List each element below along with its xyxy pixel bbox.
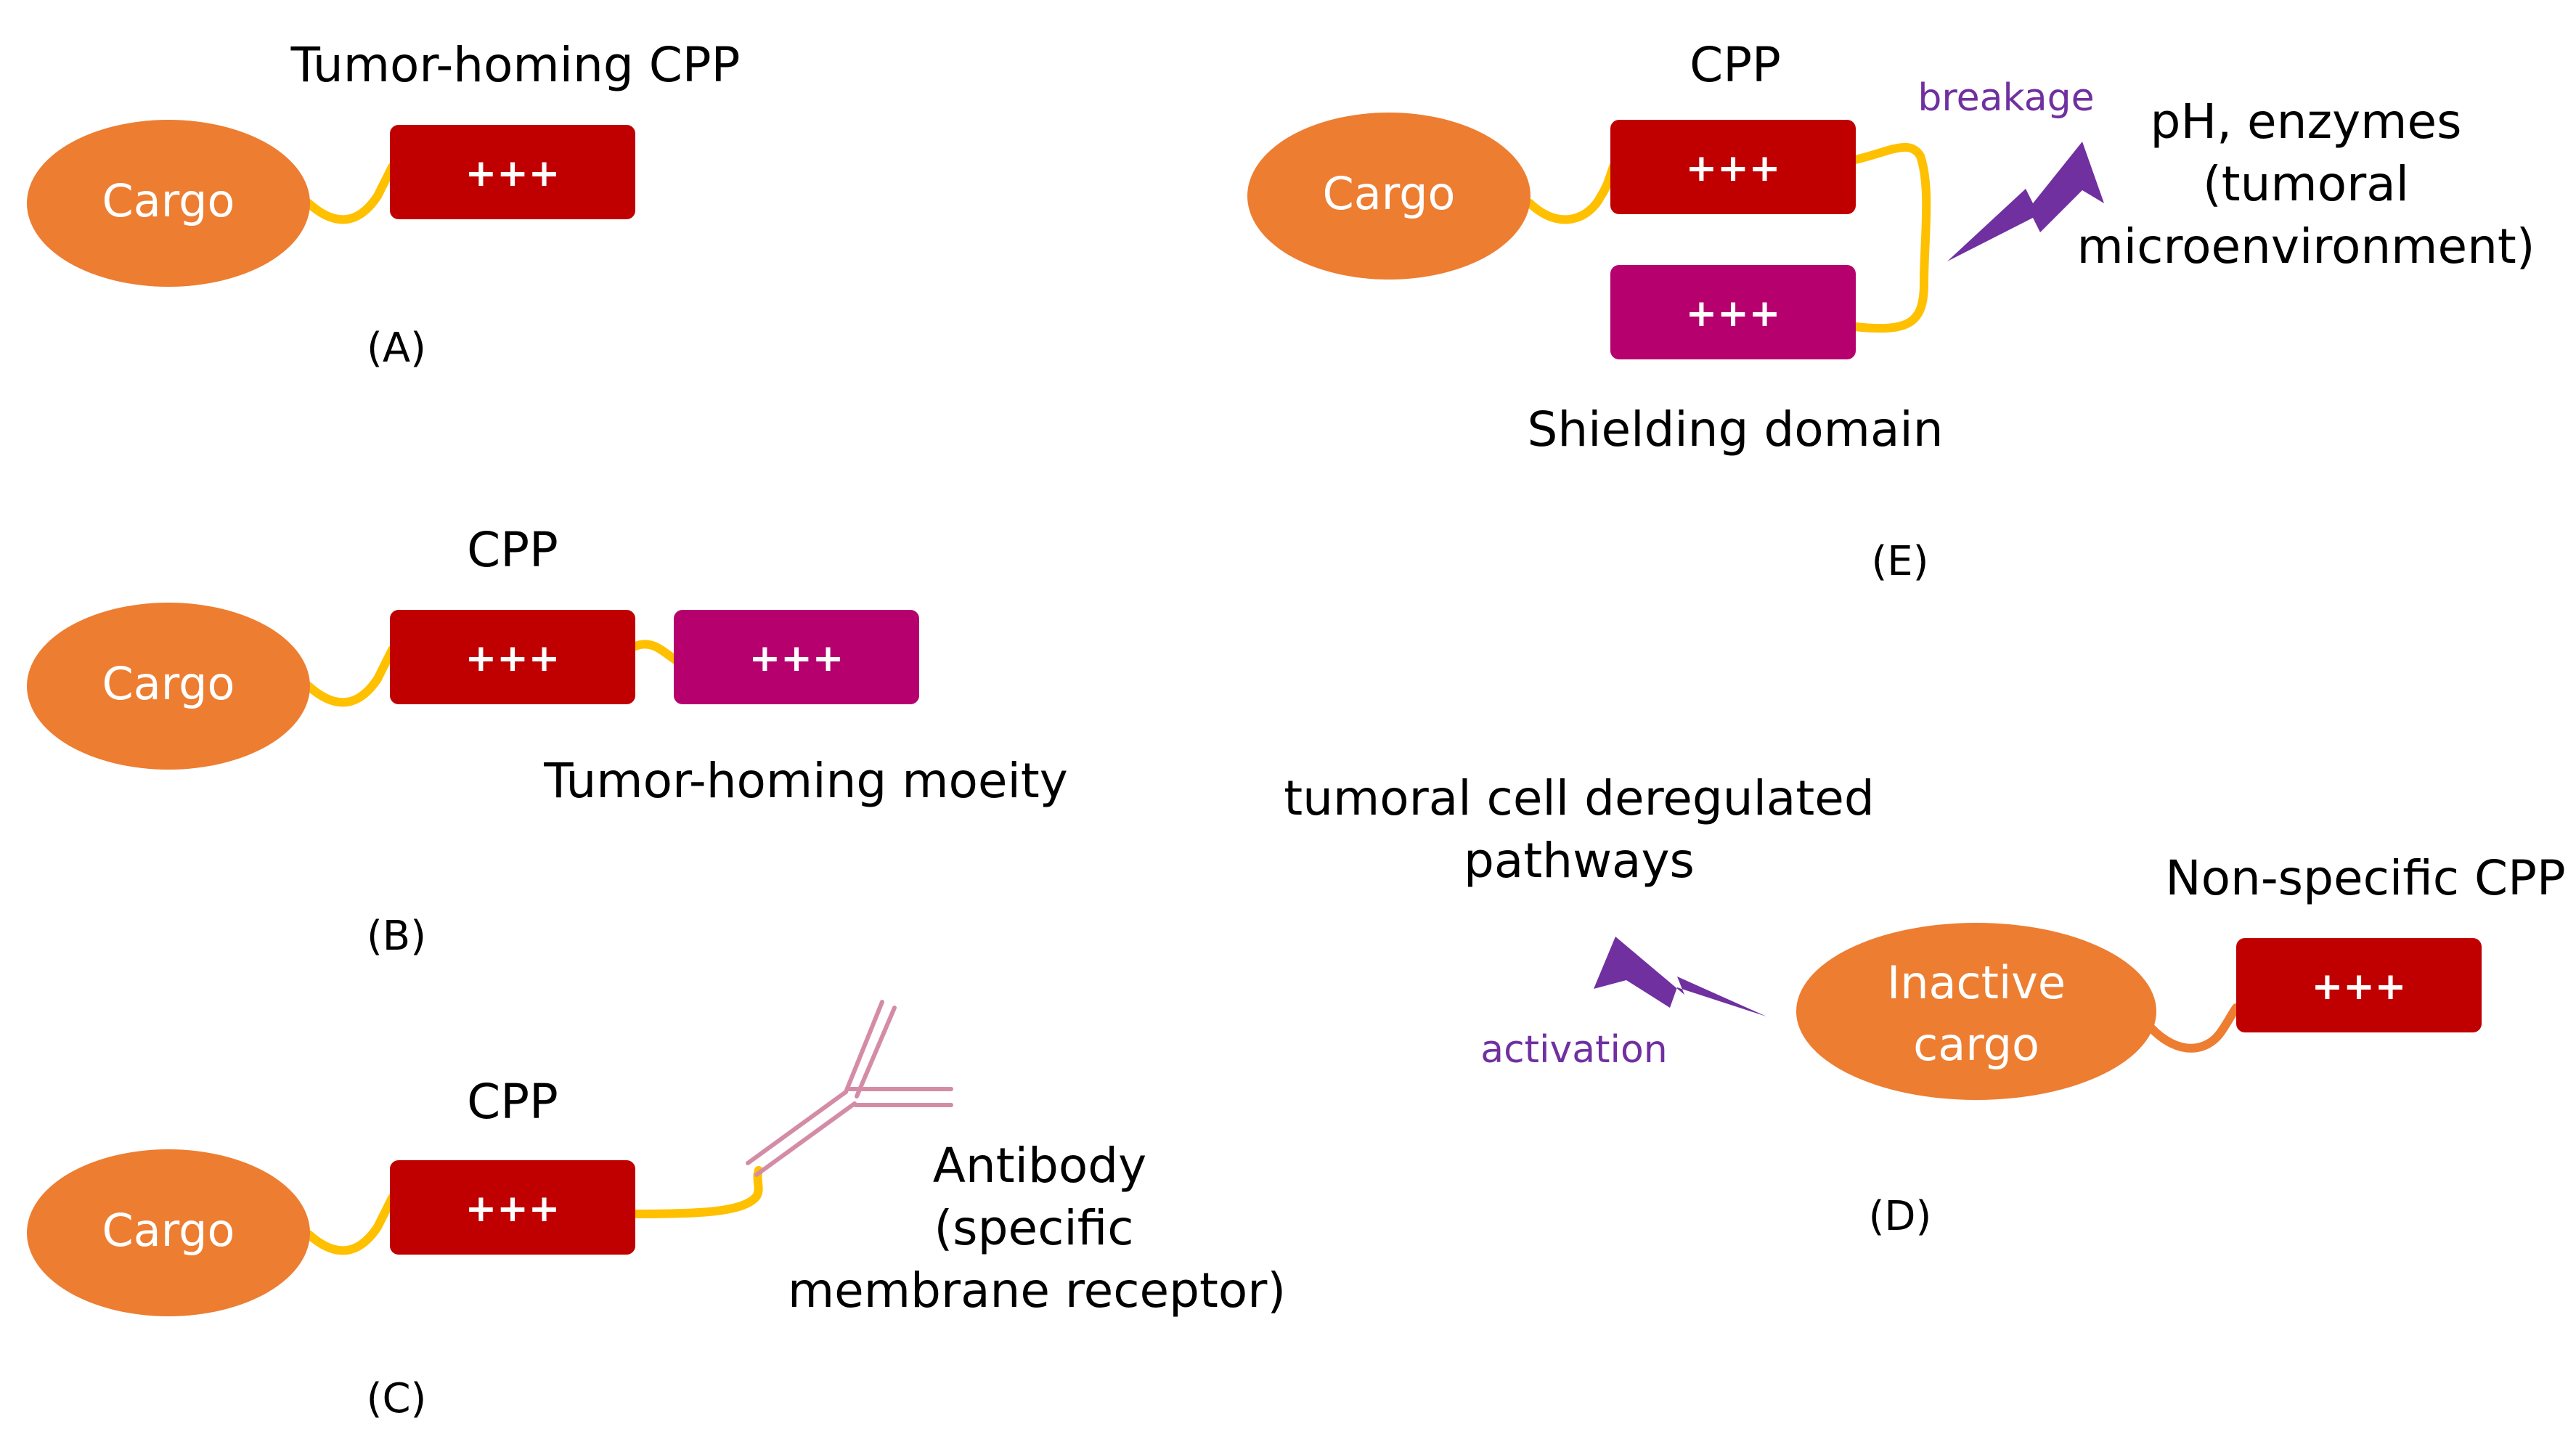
panel-c-antibody-label-2: (specific xyxy=(934,1200,1133,1256)
panel-b-moiety-label: Tumor-homing moeity xyxy=(543,753,1068,809)
panel-d-cargo-label-2: cargo xyxy=(1913,1018,2039,1071)
panel-e-trigger-1: pH, enzymes xyxy=(2151,94,2462,150)
panel-e-trigger-2: (tumoral xyxy=(2203,156,2409,212)
panel-d-activation: activation xyxy=(1480,1028,1668,1072)
panel-e-shield-box-label: +++ xyxy=(1686,292,1781,335)
panel-d-cpp-box xyxy=(2236,938,2482,1032)
panel-c-linker xyxy=(304,1194,396,1255)
panel-b-linker xyxy=(304,645,396,707)
panel-d-linker xyxy=(2146,1003,2241,1053)
panel-e-shield-box xyxy=(1610,265,1856,359)
panel-d-letter: (D) xyxy=(1869,1193,1932,1240)
panel-d-pathway-2: pathways xyxy=(1464,833,1695,889)
panel-e-linker xyxy=(1525,163,1618,224)
panel-e-hairpin-linker xyxy=(1851,142,1931,333)
panel-e-breakage: breakage xyxy=(1917,76,2094,120)
panel-c-cargo xyxy=(27,1149,310,1316)
panel-a-linker xyxy=(304,163,396,224)
panel-a-letter: (A) xyxy=(367,325,426,372)
lightning-icon xyxy=(1947,142,2104,261)
panel-a-cpp-box-label: +++ xyxy=(465,152,561,195)
panel-c-cpp-box-label: +++ xyxy=(465,1187,561,1231)
panel-c-title: CPP xyxy=(467,1074,558,1130)
panel-a: Tumor-homing CPP Cargo +++ (A) xyxy=(27,37,740,372)
panel-d-pathway-1: tumoral cell deregulated xyxy=(1284,770,1875,826)
panel-e-shield-label: Shielding domain xyxy=(1527,402,1943,457)
panel-c: CPP Cargo +++ Antibody (specific membran… xyxy=(27,1000,1286,1422)
panel-b-moiety-box-label: +++ xyxy=(749,637,844,680)
panel-d: tumoral cell deregulated pathways activa… xyxy=(1284,770,2565,1240)
panel-a-cpp-box xyxy=(390,125,635,219)
panel-b-cpp-box xyxy=(390,610,635,704)
panel-a-cargo-label: Cargo xyxy=(102,174,235,227)
panel-c-antibody-label-1: Antibody xyxy=(933,1138,1146,1194)
antibody-icon xyxy=(746,1000,953,1177)
panel-e-trigger-3: microenvironment) xyxy=(2076,219,2535,274)
panel-e-cargo xyxy=(1247,113,1530,280)
panel-b-letter: (B) xyxy=(367,913,426,960)
panel-e: CPP Cargo +++ +++ Shielding domain break… xyxy=(1247,37,2535,585)
panel-e-cargo-label: Cargo xyxy=(1323,167,1456,220)
panel-c-antibody-label-3: membrane receptor) xyxy=(788,1263,1286,1318)
lightning-icon xyxy=(1594,937,1766,1016)
panel-d-cpp-box-label: +++ xyxy=(2312,965,2407,1008)
panel-c-antibody-linker xyxy=(631,1166,763,1218)
panel-b-title: CPP xyxy=(467,522,558,578)
panel-b-moiety-box xyxy=(674,610,919,704)
panel-b-cargo xyxy=(27,603,310,770)
panel-c-letter: (C) xyxy=(367,1375,427,1422)
panel-e-title: CPP xyxy=(1690,37,1781,93)
panel-e-cpp-box xyxy=(1610,120,1856,214)
panel-a-title: Tumor-homing CPP xyxy=(290,37,741,93)
panel-b-cpp-box-label: +++ xyxy=(465,637,561,680)
panel-b-linker-2 xyxy=(631,640,683,667)
panel-a-cargo xyxy=(27,120,310,287)
panel-c-cargo-label: Cargo xyxy=(102,1204,235,1257)
panel-e-letter: (E) xyxy=(1871,538,1928,585)
panel-b-cargo-label: Cargo xyxy=(102,657,235,710)
panel-b: CPP Cargo +++ +++ Tumor-homing moeity (B… xyxy=(27,522,1068,960)
panel-c-cpp-box xyxy=(390,1160,635,1255)
panel-e-cpp-box-label: +++ xyxy=(1686,147,1781,190)
panel-d-cpp-title: Non-specific CPP xyxy=(2165,850,2565,906)
panel-d-cargo-label-1: Inactive xyxy=(1887,956,2066,1009)
panel-d-inactive-cargo xyxy=(1796,923,2156,1100)
